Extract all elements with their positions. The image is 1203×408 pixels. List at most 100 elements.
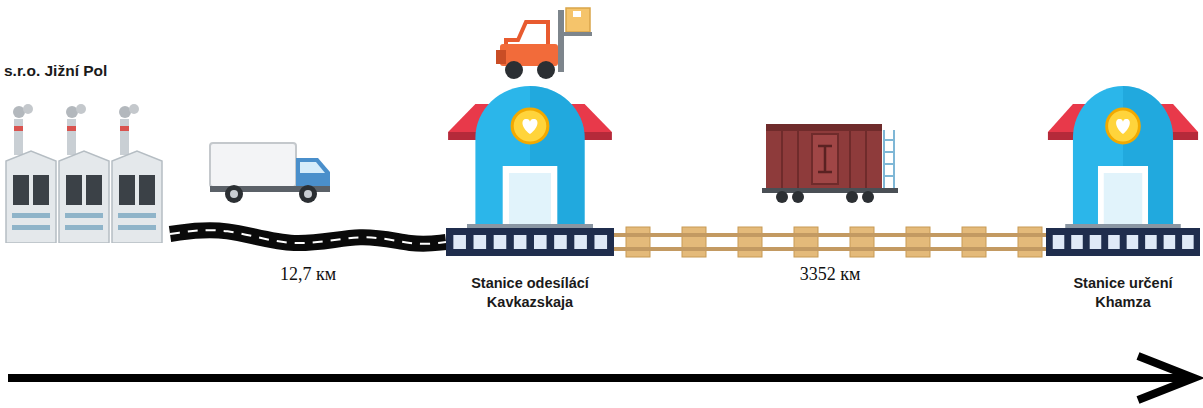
platform-band: [1046, 228, 1200, 256]
chimney-band: [67, 126, 76, 131]
truck-window: [300, 162, 325, 173]
chimney-band: [120, 126, 129, 131]
platform-tile: [1145, 235, 1157, 249]
forklift-wheel: [505, 61, 523, 79]
forklift-fork: [558, 32, 592, 36]
window-strip: [65, 225, 103, 230]
station-node: Stanice určení Khamza: [1046, 60, 1200, 312]
rail-sleeper: [794, 227, 818, 257]
truck-icon: [210, 143, 330, 203]
rail-sleeper: [626, 227, 650, 257]
rail-sleeper: [682, 227, 706, 257]
arrow-head: [1138, 356, 1194, 400]
platform-tile: [453, 235, 466, 249]
truck-hub: [230, 190, 238, 198]
platform-band: [446, 228, 614, 256]
rail-sleeper: [1018, 227, 1042, 257]
factory-building: [59, 104, 109, 243]
platform-tile: [1071, 235, 1083, 249]
station-name: Stanice určení Khamza: [1046, 274, 1200, 312]
window: [33, 175, 49, 205]
smoke: [23, 104, 33, 114]
station-hall: [1073, 86, 1173, 228]
station-door-panel: [509, 173, 551, 228]
truck-wheel: [299, 185, 317, 203]
arrow-shaft: [8, 374, 1186, 382]
direction-arrow: [8, 356, 1194, 400]
distance-label: 3352 км: [797, 264, 864, 285]
cargo-tag: [573, 11, 581, 17]
rail: [614, 247, 1046, 251]
forklift-mast: [558, 10, 564, 72]
platform-tile: [1090, 235, 1102, 249]
rail-connector: [614, 227, 1046, 257]
station-base: [467, 224, 593, 228]
building-wall: [6, 151, 56, 243]
rail: [614, 233, 1046, 237]
station-door: [1098, 166, 1148, 228]
wagon-ladder: [884, 130, 894, 188]
chimney: [14, 119, 23, 155]
station-clock: [512, 109, 548, 143]
cargo-box: [566, 8, 590, 32]
window-strip: [118, 225, 156, 230]
smoke: [76, 104, 86, 114]
wagon-door: [812, 134, 838, 184]
building-wall: [112, 151, 162, 243]
window-strip: [12, 213, 50, 218]
platform-tile: [1127, 235, 1139, 249]
chimney-band: [14, 126, 23, 131]
wagon-door-mark: [818, 146, 832, 172]
wagon-wheel: [862, 191, 874, 203]
wagon-wheel: [846, 191, 858, 203]
platform-tile: [594, 235, 607, 249]
platform-tile: [1108, 235, 1120, 249]
wagon-body: [766, 124, 882, 188]
rail-sleeper: [962, 227, 986, 257]
forklift-wheel: [537, 61, 555, 79]
platform-tile: [1182, 235, 1194, 249]
window-strip: [65, 213, 103, 218]
platform-tile: [534, 235, 547, 249]
station-icon: [446, 60, 614, 260]
chimney: [67, 119, 76, 155]
station-base: [1065, 224, 1181, 228]
station-door: [503, 166, 558, 228]
platform-tile: [514, 235, 527, 249]
truck-box: [210, 143, 296, 187]
factory-node: s.r.o. Jižní Pol: [4, 62, 170, 243]
station-hall: [475, 86, 584, 228]
platform-tile: [474, 235, 487, 249]
platform-tile: [494, 235, 507, 249]
window: [86, 175, 102, 205]
window-strip: [118, 213, 156, 218]
wagon-wheel: [776, 191, 788, 203]
factory-icon: [4, 103, 164, 243]
forklift-weight: [496, 50, 506, 64]
chimney: [120, 119, 129, 155]
road: [170, 230, 446, 244]
truck-wheel: [225, 185, 243, 203]
factory-building: [6, 104, 56, 243]
distance-label: 12,7 км: [277, 264, 339, 285]
rail-sleeper: [738, 227, 762, 257]
smoke: [129, 104, 139, 114]
station-heart: [523, 119, 538, 134]
station-name: Stanice odesílácí Kavkazskaja: [446, 274, 614, 312]
station-icon: [1046, 60, 1200, 260]
platform-tile: [574, 235, 587, 249]
road-centre-line: [170, 230, 446, 244]
rail-sleeper: [850, 227, 874, 257]
wagon-ribs: [782, 131, 866, 188]
window-strip: [12, 225, 50, 230]
wagon-wheel: [792, 191, 804, 203]
platform-tile: [1053, 235, 1065, 249]
factory-building: [112, 104, 162, 243]
window: [66, 175, 82, 205]
station-door-panel: [1104, 173, 1143, 228]
truck-hub: [304, 190, 312, 198]
station-heart: [1116, 119, 1130, 134]
wagon-roof: [766, 124, 882, 131]
